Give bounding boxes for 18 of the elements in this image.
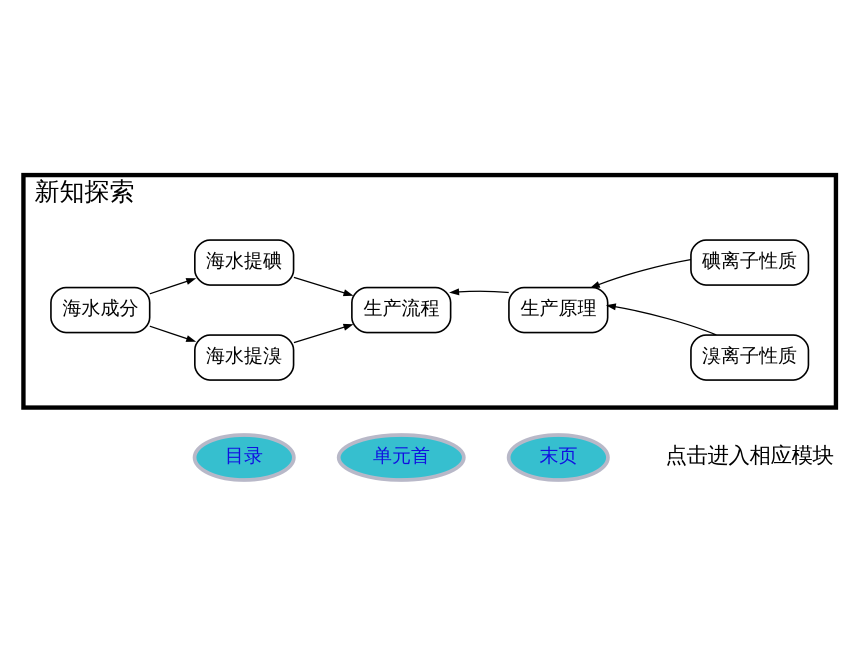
arrow	[150, 278, 196, 294]
node-box: 海水成分	[50, 286, 150, 334]
arrow	[294, 324, 354, 344]
node-ellipse: 目录	[192, 433, 296, 482]
arrow	[606, 303, 717, 336]
node-box: 海水提碘	[194, 239, 294, 286]
node-ellipse: 单元首	[336, 433, 466, 482]
arrow	[150, 326, 196, 342]
node-box: 溴离子性质	[690, 334, 810, 381]
node-box: 碘离子性质	[690, 239, 810, 286]
node-box: 生产原理	[508, 286, 608, 334]
arrow	[294, 276, 354, 296]
arrow	[449, 288, 509, 296]
node-box: 生产流程	[351, 286, 452, 334]
label: 点击进入相应模块	[666, 444, 834, 469]
node-ellipse: 末页	[506, 433, 610, 482]
arrow	[590, 259, 691, 288]
node-box: 海水提溴	[194, 334, 294, 381]
